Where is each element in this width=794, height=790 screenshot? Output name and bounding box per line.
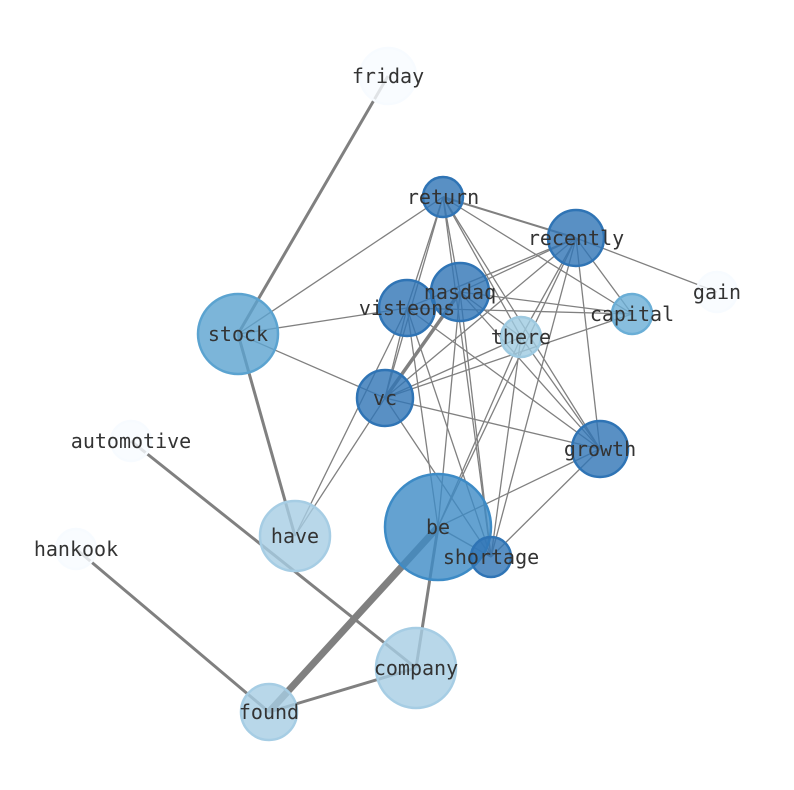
node-circle[interactable] bbox=[421, 175, 465, 219]
node-label: visteons bbox=[359, 296, 455, 320]
node-label: capital bbox=[590, 302, 674, 326]
node-label: friday bbox=[352, 64, 424, 88]
edge-there-shortage bbox=[490, 336, 522, 558]
edge-visteons-have bbox=[294, 307, 408, 537]
node-hankook[interactable] bbox=[54, 527, 98, 571]
node-have[interactable] bbox=[258, 499, 332, 573]
node-circle[interactable] bbox=[570, 419, 630, 479]
node-circle[interactable] bbox=[377, 278, 437, 338]
node-capital[interactable] bbox=[610, 292, 654, 336]
node-circle[interactable] bbox=[469, 535, 513, 579]
node-label: found bbox=[239, 700, 299, 724]
node-return[interactable] bbox=[421, 175, 465, 219]
node-label: be bbox=[426, 515, 450, 539]
node-friday[interactable] bbox=[358, 46, 418, 106]
node-label: hankook bbox=[34, 537, 118, 561]
edge-capital-vc bbox=[384, 313, 633, 399]
node-label: growth bbox=[564, 437, 636, 461]
edge-hankook-found bbox=[75, 547, 270, 714]
node-circle[interactable] bbox=[610, 292, 654, 336]
edge-recently-vc bbox=[384, 237, 577, 399]
node-growth[interactable] bbox=[570, 419, 630, 479]
node-label: nasdaq bbox=[424, 280, 496, 304]
node-label: shortage bbox=[443, 545, 539, 569]
node-label: recently bbox=[528, 226, 624, 250]
node-found[interactable] bbox=[239, 682, 299, 742]
node-circle[interactable] bbox=[196, 292, 280, 376]
node-automotive[interactable] bbox=[109, 419, 153, 463]
node-label: there bbox=[491, 325, 551, 349]
node-label: stock bbox=[208, 322, 268, 346]
node-be[interactable] bbox=[383, 472, 493, 582]
node-circle[interactable] bbox=[258, 499, 332, 573]
node-circle[interactable] bbox=[54, 527, 98, 571]
edge-recently-growth bbox=[575, 237, 601, 450]
node-circle[interactable] bbox=[499, 315, 543, 359]
node-label: vc bbox=[373, 386, 397, 410]
node-stock[interactable] bbox=[196, 292, 280, 376]
node-circle[interactable] bbox=[239, 682, 299, 742]
node-circle[interactable] bbox=[695, 270, 739, 314]
node-circle[interactable] bbox=[546, 208, 606, 268]
node-label: automotive bbox=[71, 429, 191, 453]
node-recently[interactable] bbox=[546, 208, 606, 268]
node-circle[interactable] bbox=[383, 472, 493, 582]
node-gain[interactable] bbox=[695, 270, 739, 314]
node-visteons[interactable] bbox=[377, 278, 437, 338]
node-circle[interactable] bbox=[358, 46, 418, 106]
node-label: have bbox=[271, 524, 319, 548]
node-circle[interactable] bbox=[109, 419, 153, 463]
node-circle[interactable] bbox=[355, 368, 415, 428]
node-label: gain bbox=[693, 280, 741, 304]
node-label: company bbox=[374, 656, 458, 680]
edge-friday-stock bbox=[236, 75, 390, 335]
node-company[interactable] bbox=[374, 626, 458, 710]
node-shortage[interactable] bbox=[469, 535, 513, 579]
edge-vc-growth bbox=[384, 397, 601, 450]
node-circle[interactable] bbox=[374, 626, 458, 710]
edge-return-there bbox=[442, 196, 522, 338]
node-there[interactable] bbox=[499, 315, 543, 359]
node-vc[interactable] bbox=[355, 368, 415, 428]
edge-nasdaq-growth bbox=[459, 291, 601, 450]
edge-recently-shortage bbox=[490, 237, 577, 558]
node-label: return bbox=[407, 185, 479, 209]
